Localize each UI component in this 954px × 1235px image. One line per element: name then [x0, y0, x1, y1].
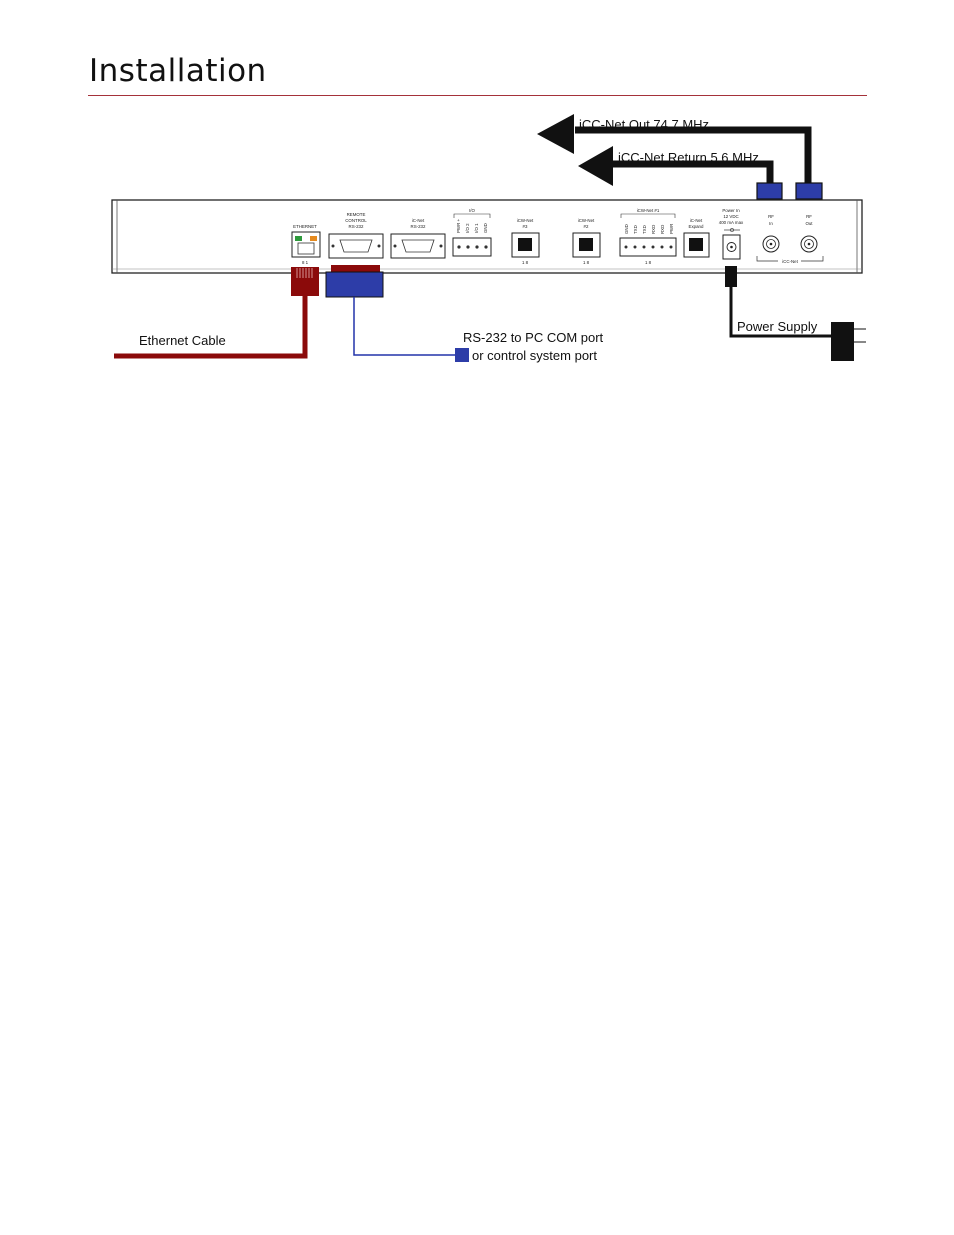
icc-return-arrow: [578, 146, 774, 186]
iccnet-bracket: iCC-Net: [756, 256, 824, 264]
icw2-pin-numbers: 1 8: [583, 260, 590, 265]
rf-out-label-1: RF: [806, 214, 812, 219]
expand-label-2: Expand: [689, 224, 704, 229]
icc-return-label: iCC-Net Return 5.6 MHz: [618, 150, 759, 165]
io-pin-label: I/O 2: [465, 223, 470, 233]
icnet-rs232-label-2: RS-232: [411, 224, 426, 229]
power-supply-label: Power Supply: [737, 319, 818, 334]
icw1-pin-label: PWR: [669, 224, 674, 234]
ethernet-cable: [114, 267, 319, 359]
icw2-label-1: iCW-Net: [578, 218, 595, 223]
rf-out-plug: [795, 182, 823, 200]
device-rear-panel: [111, 199, 863, 274]
ethernet-port-label: ETHERNET: [293, 224, 317, 229]
icw-net-1-terminal-block: iCW-Net #1 GND TXD TXD RXD RXD PWR 1 8: [619, 208, 677, 265]
page-title: Installation: [89, 53, 267, 89]
rf-in-connector: RF In: [762, 214, 780, 253]
icw1-pin-label: GND: [624, 224, 629, 234]
icw1-pin-label: RXD: [660, 225, 665, 234]
io-pin-label: I/O 1: [474, 223, 479, 233]
icw1-label: iCW-Net #1: [637, 208, 660, 213]
icw1-pin-label: RXD: [651, 225, 656, 234]
icw-net-2-port: iCW-Net #2 1 8: [572, 218, 601, 265]
io-terminal-block: I/O PWR + I/O 2 I/O 1 GND: [452, 208, 492, 257]
remote-control-label-1: REMOTE: [347, 212, 366, 217]
icw3-label-1: iCW-Net: [517, 218, 534, 223]
icw2-label-2: #2: [584, 224, 589, 229]
icw3-pin-numbers: 1 8: [522, 260, 529, 265]
ethernet-pin-numbers: 8 1: [302, 260, 309, 265]
power-supply-cable: [725, 266, 866, 361]
title-rule: [88, 95, 867, 96]
rf-out-label-2: Out: [805, 221, 813, 226]
rs232-label-line2: or control system port: [472, 348, 597, 363]
power-label-2: 12 VDC: [723, 214, 738, 219]
icnet-expand-port: iC-Net Expand: [683, 218, 710, 258]
rf-out-connector: RF Out: [800, 214, 818, 253]
icnet-rs232-label-1: iC-Net: [412, 218, 425, 223]
remote-control-rs232-port: REMOTE CONTROL RS-232: [328, 212, 384, 259]
rf-in-plug: [756, 182, 783, 200]
icw1-pin-label: TXD: [642, 225, 647, 234]
rf-in-label-1: RF: [768, 214, 774, 219]
expand-label-1: iC-Net: [690, 218, 703, 223]
rf-in-label-2: In: [769, 221, 773, 226]
power-label-1: Power In: [722, 208, 740, 213]
icnet-rs232-port: iC-Net RS-232: [390, 218, 446, 259]
iccnet-label: iCC-Net: [782, 259, 798, 264]
icc-out-label: iCC-Net Out 74.7 MHz: [579, 117, 709, 132]
icw-net-3-port: iCW-Net #3 1 8: [511, 218, 540, 265]
icw3-label-2: #3: [523, 224, 528, 229]
remote-control-label-2: CONTROL: [345, 218, 367, 223]
io-pin-label: GND: [483, 223, 488, 233]
icc-out-arrow: [537, 114, 812, 186]
power-label-3: 400 mA max: [719, 220, 744, 225]
rs232-cable: [325, 265, 469, 362]
icw1-pin-numbers: 1 8: [645, 260, 652, 265]
icw1-pin-label: TXD: [633, 225, 638, 234]
ethernet-cable-label: Ethernet Cable: [139, 333, 226, 348]
io-pin-label: PWR +: [456, 219, 461, 233]
power-in-jack: Power In 12 VDC 400 mA max: [719, 208, 744, 260]
ethernet-port: ETHERNET 8 1: [291, 224, 321, 265]
rs232-label-line1: RS-232 to PC COM port: [463, 330, 604, 345]
io-label: I/O: [469, 208, 475, 213]
remote-control-label-3: RS-232: [349, 224, 364, 229]
